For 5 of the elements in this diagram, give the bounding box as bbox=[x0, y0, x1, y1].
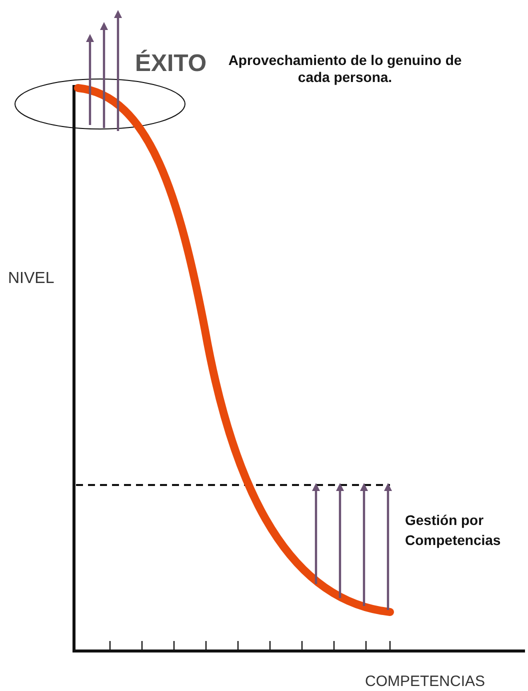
heading: ÉXITO bbox=[135, 50, 207, 78]
axis-label: COMPETENCIAS bbox=[365, 673, 486, 690]
axis-label: NIVEL bbox=[8, 270, 54, 288]
annotation-text: Aprovechamiento de lo genuino de cada persona. bbox=[227, 52, 463, 86]
annotation-text: Gestión por Competencias bbox=[405, 511, 502, 550]
